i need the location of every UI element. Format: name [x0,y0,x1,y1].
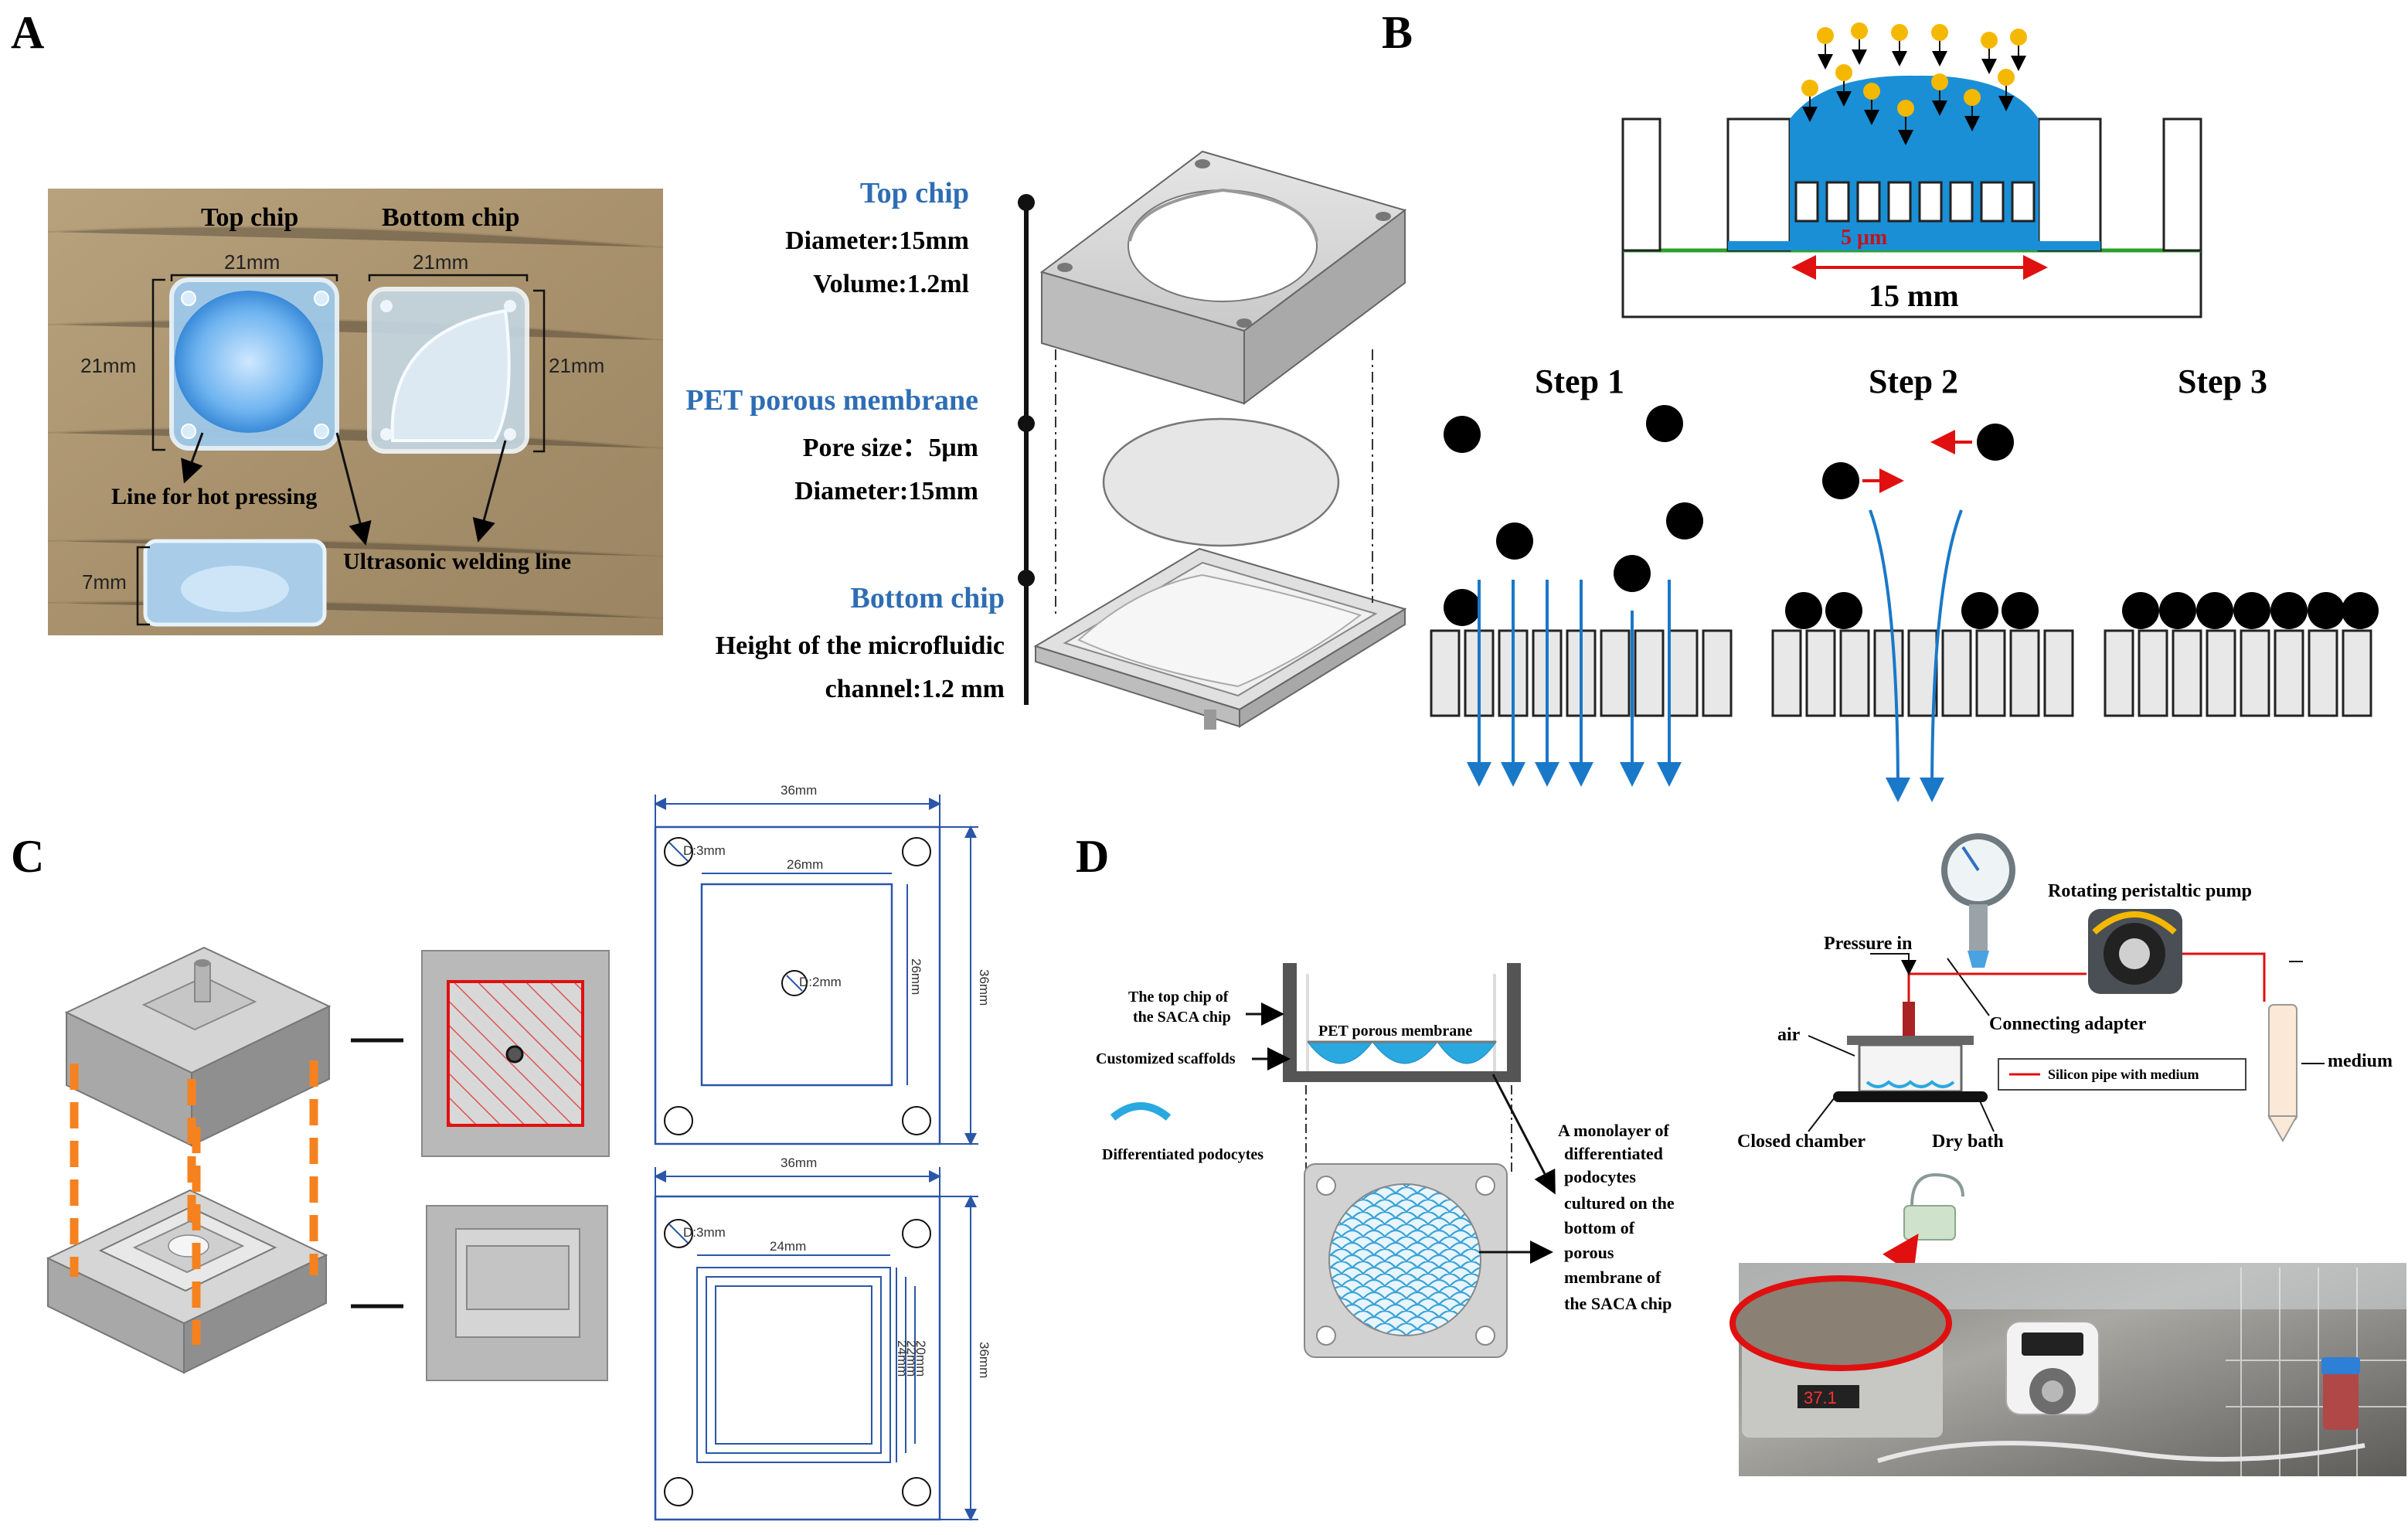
top-plate-inner-height: 26mm [909,958,923,995]
closed-chamber-label: Closed chamber [1737,1132,1866,1152]
top-chip-photo-label: Top chip [201,203,298,232]
exp-bottom-chip-height-1: Height of the microfluidic [716,631,1005,660]
top-plate-inner-width: 26mm [787,857,823,872]
svg-text:cultured on the: cultured on the [1564,1193,1675,1213]
top-plate-width: 36mm [781,783,817,798]
dry-bath-label: Dry bath [1932,1132,2004,1152]
chip-photo-small [1903,1205,1956,1241]
bottom-chip-photo-label: Bottom chip [382,203,520,232]
step3-label: Step 3 [2178,362,2267,400]
bottom-height-label: 21mm [549,354,604,377]
panel-c-mold [46,946,610,1381]
pressure-in-label: Pressure in [1824,934,1912,954]
bottom-plate-nested-3: 20mm [913,1340,928,1377]
panel-a-exploded: Top chip Diameter:15mm Volume:1.2ml PET … [685,150,1407,730]
panel-letter-d: D [1076,831,1109,882]
panel-letter-c: C [11,831,44,882]
panel-a-photo: Top chip Bottom chip 21mm 21mm 21mm 21mm… [47,189,664,635]
panel-letter-a: A [11,7,44,58]
top-height-label: 21mm [80,354,136,377]
top-plate-height: 36mm [977,969,991,1006]
d-top-chip-label: The top chip of [1128,989,1229,1006]
closed-chamber-icon [1833,1002,1988,1102]
panel-d-setup: Rotating peristaltic pump Pressure in Co… [1729,833,2406,1476]
svg-text:porous: porous [1564,1243,1614,1262]
bottom-width-label: 21mm [413,250,468,274]
bottom-plate-hole: D:3mm [683,1225,726,1240]
d-podocytes-label: Differentiated podocytes [1102,1146,1264,1163]
bottom-plate-width: 36mm [781,1156,817,1170]
exp-top-chip-volume: Volume:1.2ml [813,270,969,298]
exp-membrane-pore: Pore size：5μm [803,434,978,462]
d-scaffolds-label: Customized scaffolds [1096,1050,1236,1067]
pore-size-label: 5 μm [1841,226,1887,250]
panel-c-drawings: 36mm 36mm 26mm 26mm D:3mm D:2mm 36mm 36m… [654,783,991,1521]
peristaltic-pump-icon [2088,909,2182,994]
svg-text:A monolayer of: A monolayer of [1558,1121,1669,1140]
bottom-plate-nested-2: 22mm [904,1340,919,1377]
bottom-plate-height: 36mm [977,1342,991,1378]
medium-label: medium [2328,1051,2393,1071]
exploded-top-chip [1039,150,1407,405]
exp-bottom-chip-title: Bottom chip [851,582,1005,614]
exp-top-chip-title: Top chip [860,177,969,209]
panel-b-steps: Step 1 Step 2 Step 3 [1430,362,2379,802]
svg-text:the SACA chip: the SACA chip [1564,1294,1672,1313]
svg-text:differentiated: differentiated [1564,1144,1663,1163]
ultrasonic-label: Ultrasonic welding line [343,549,571,574]
panel-b-chamber: 5 μm 15 mm [1621,22,2202,318]
dry-bath-display: 37.1 [1804,1388,1837,1407]
hot-pressing-label: Line for hot pressing [111,484,317,509]
bottom-plate-nested-1: 24mm [895,1340,910,1377]
svg-text:membrane of: membrane of [1564,1268,1661,1287]
top-width-label: 21mm [224,250,280,274]
panel-letter-b: B [1382,7,1413,58]
pump-label: Rotating peristaltic pump [2048,881,2252,901]
pipe-legend-label: Silicon pipe with medium [2048,1067,2199,1082]
air-label: air [1777,1025,1801,1045]
exploded-bottom-chip [1033,547,1407,730]
lab-photo: 37.1 [1729,1263,2406,1476]
bottom-plate [654,1195,941,1521]
medium-tube-icon [2267,1004,2298,1143]
exploded-membrane [1102,417,1340,547]
top-plate-hole: D:3mm [683,843,726,858]
bottom-plate-inner-width: 24mm [770,1239,806,1254]
top-plate-center-hole: D:2mm [799,975,842,989]
medium-dome [1790,75,2039,250]
pressure-gauge-icon [1941,833,2015,968]
exp-top-chip-diameter: Diameter:15mm [785,226,969,255]
thickness-label: 7mm [82,570,127,594]
podocyte-icon [1110,1102,1172,1121]
svg-text:podocytes: podocytes [1564,1167,1636,1186]
panel-d-schematic: PET porous membrane The top chip of the … [1096,963,1675,1358]
exp-membrane-diameter: Diameter:15mm [794,477,978,505]
step1-label: Step 1 [1535,362,1624,400]
d-monolayer-label: A monolayer of differentiated podocytes … [1558,1121,1675,1313]
chamber-width-label: 15 mm [1869,278,1959,313]
adapter-label: Connecting adapter [1989,1014,2147,1034]
exp-membrane-title: PET porous membrane [685,384,978,417]
d-top-chip-label-2: the SACA chip [1133,1009,1231,1026]
exp-bottom-chip-height-2: channel:1.2 mm [825,675,1005,703]
d-membrane-label: PET porous membrane [1318,1023,1472,1040]
svg-text:bottom of: bottom of [1564,1218,1635,1237]
step2-label: Step 2 [1869,362,1958,400]
